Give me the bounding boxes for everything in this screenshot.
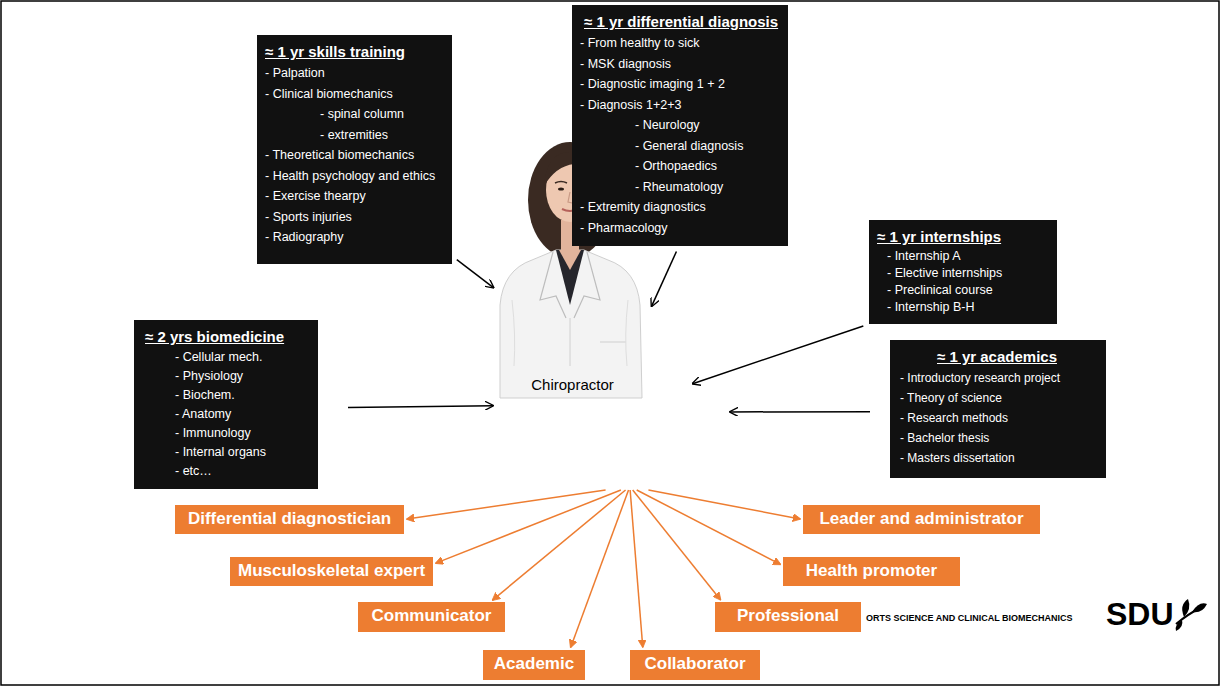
- list-item: - Orthopaedics: [580, 156, 778, 177]
- flow-arrow: [407, 490, 606, 519]
- list-item: - Sports injuries: [265, 207, 442, 228]
- list-item: - Anatomy: [142, 405, 308, 424]
- list-item: - Introductory research project: [898, 368, 1096, 388]
- list-item: - Exercise thearpy: [265, 186, 442, 207]
- course-box: ≈ 2 yrs biomedicine- Cellular mech.- Phy…: [134, 320, 318, 489]
- list-item: - Biochem.: [142, 386, 308, 405]
- list-item: - spinal column: [265, 104, 442, 125]
- list-item: - Elective internships: [877, 265, 1047, 282]
- list-item: - extremities: [265, 125, 442, 146]
- list-item: - Masters dissertation: [898, 448, 1096, 468]
- course-box: ≈ 1 yr differential diagnosis- From heal…: [572, 5, 788, 246]
- list-item: - Theory of science: [898, 388, 1096, 408]
- list-item: - From healthy to sick: [580, 33, 778, 54]
- flow-arrow: [633, 490, 721, 600]
- list-item: - etc…: [142, 462, 308, 481]
- role-box: Health promoter: [783, 557, 960, 586]
- list-item: - Palpation: [265, 63, 442, 84]
- list-item: - General diagnosis: [580, 136, 778, 157]
- role-box: Academic: [483, 650, 585, 680]
- course-box: ≈ 1 yr academics- Introductory research …: [890, 340, 1106, 478]
- role-box: Musculoskeletal expert: [230, 557, 433, 586]
- flow-arrow: [436, 490, 621, 563]
- logo-text: SDU: [1106, 596, 1174, 632]
- sdu-leaf-logo: [1176, 599, 1207, 631]
- flow-arrow: [348, 406, 493, 408]
- flow-arrow: [457, 260, 494, 288]
- list-item: - Cellular mech.: [142, 348, 308, 367]
- list-item: - Internal organs: [142, 443, 308, 462]
- course-box: ≈ 1 yr internships- Internship A- Electi…: [869, 220, 1057, 324]
- role-box: Collaborator: [630, 650, 760, 680]
- list-item: - Rheumatology: [580, 177, 778, 198]
- list-item: - Immunology: [142, 424, 308, 443]
- box-heading: ≈ 1 yr internships: [877, 226, 1047, 248]
- list-item: - MSK diagnosis: [580, 54, 778, 75]
- flow-arrow: [571, 490, 629, 647]
- box-heading: ≈ 2 yrs biomedicine: [142, 326, 308, 348]
- portrait-caption: Chiropractor: [495, 375, 650, 395]
- role-box: Leader and administrator: [803, 505, 1040, 534]
- flow-arrow: [493, 490, 626, 600]
- list-item: - Extremity diagnostics: [580, 197, 778, 218]
- flow-arrow: [652, 251, 677, 306]
- role-box: Communicator: [358, 602, 505, 632]
- role-label: Academic: [491, 654, 577, 674]
- role-box: Differential diagnostician: [175, 505, 404, 534]
- portrait-node: Chiropractor: [495, 135, 650, 490]
- box-heading: ≈ 1 yr academics: [898, 346, 1096, 368]
- role-box: Professional: [715, 602, 861, 632]
- role-label: Health promoter: [791, 561, 952, 581]
- list-item: - Internship A: [877, 248, 1047, 265]
- role-label: Leader and administrator: [811, 509, 1032, 529]
- list-item: - Bachelor thesis: [898, 428, 1096, 448]
- box-heading: ≈ 1 yr differential diagnosis: [580, 11, 778, 33]
- list-item: - Clinical biomechanics: [265, 84, 442, 105]
- list-item: - Pharmacology: [580, 218, 778, 239]
- list-item: - Physiology: [142, 367, 308, 386]
- list-item: - Diagnostic imaging 1 + 2: [580, 74, 778, 95]
- list-item: - Radiography: [265, 227, 442, 248]
- list-item: - Neurology: [580, 115, 778, 136]
- list-item: - Research methods: [898, 408, 1096, 428]
- list-item: - Internship B-H: [877, 299, 1047, 316]
- course-box: ≈ 1 yr skills training- Palpation- Clini…: [257, 35, 452, 264]
- flow-arrow: [730, 411, 870, 413]
- role-label: Musculoskeletal expert: [238, 561, 425, 581]
- flow-arrow: [648, 490, 800, 519]
- list-item: - Health psychology and ethics: [265, 166, 442, 187]
- list-item: - Theoretical biomechanics: [265, 145, 442, 166]
- flow-arrow: [630, 490, 643, 647]
- list-item: - Preclinical course: [877, 282, 1047, 299]
- role-label: Collaborator: [638, 654, 752, 674]
- flow-arrow: [693, 326, 864, 384]
- role-label: Communicator: [366, 606, 497, 626]
- footer-text: ORTS SCIENCE AND CLINICAL BIOMECHANICS: [866, 613, 1073, 624]
- list-item: - Diagnosis 1+2+3: [580, 95, 778, 116]
- box-heading: ≈ 1 yr skills training: [265, 41, 442, 63]
- flow-arrow: [637, 490, 781, 564]
- role-label: Professional: [723, 606, 853, 626]
- role-label: Differential diagnostician: [183, 509, 396, 529]
